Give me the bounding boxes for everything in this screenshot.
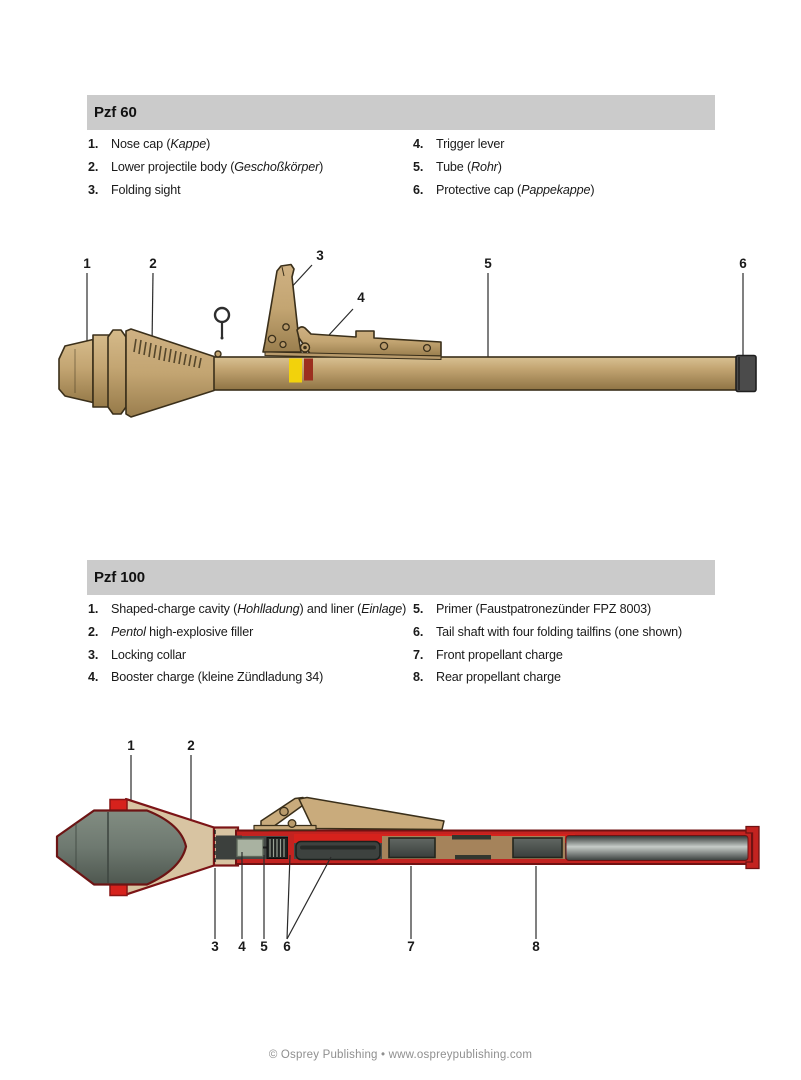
pzf60-nose-cap [58, 329, 127, 415]
part-row: 3. Folding sight [88, 183, 408, 206]
svg-text:7: 7 [407, 939, 415, 954]
part-row: 2. Pentol high-explosive filler [88, 625, 408, 648]
pzf60-trigger-lever [264, 326, 442, 361]
pzf60-callout-4: 4 [328, 290, 365, 336]
pzf100-rear-propellant [512, 837, 563, 859]
part-row: 4. Booster charge (kleine Zündladung 34) [88, 670, 408, 693]
part-number: 6. [413, 624, 424, 639]
part-row: 6. Protective cap (Pappekappe) [413, 183, 733, 206]
pzf60-protective-cap [735, 354, 757, 393]
pzf60-diagram: 1 2 3 4 5 6 [58, 248, 757, 418]
pzf100-parts-right: 5. Primer (Faustpatronezünder FPZ 8003) 6.… [413, 602, 733, 693]
part-number: 7. [413, 647, 424, 662]
pzf60-projectile-body [125, 328, 222, 418]
part-label: Front propellant charge [436, 647, 563, 662]
svg-text:2: 2 [187, 738, 195, 753]
part-number: 5. [413, 602, 424, 616]
svg-text:5: 5 [484, 256, 492, 271]
svg-text:8: 8 [532, 939, 540, 954]
part-row: 5. Tube (Rohr) [413, 160, 733, 183]
part-label: Trigger lever [436, 137, 505, 151]
pzf100-front-propellant [388, 837, 436, 859]
part-label: Nose cap (Kappe) [111, 137, 211, 151]
svg-text:3: 3 [316, 248, 324, 263]
part-number: 4. [88, 670, 99, 685]
pzf60-callout-5: 5 [484, 256, 492, 367]
svg-text:2: 2 [149, 256, 157, 271]
pzf100-diagram: 1 2 [55, 738, 760, 954]
part-number: 5. [413, 159, 424, 174]
part-row: 8. Rear propellant charge [413, 670, 733, 693]
part-row: 2. Lower projectile body (Geschoßkörper) [88, 160, 408, 183]
part-number: 3. [88, 182, 99, 197]
pzf100-callout-4: 4 [238, 852, 246, 954]
part-row: 1. Shaped-charge cavity (Hohlladung) and … [88, 602, 408, 625]
part-label: Locking collar [111, 647, 186, 662]
pzf100-trigger-assembly [253, 796, 445, 832]
part-number: 8. [413, 670, 424, 685]
part-row: 1. Nose cap (Kappe) [88, 137, 408, 160]
part-label: Rear propellant charge [436, 670, 561, 685]
part-label: Pentol high-explosive filler [111, 624, 254, 639]
pzf100-title: Pzf 100 [94, 569, 145, 586]
svg-text:1: 1 [127, 738, 135, 753]
svg-text:4: 4 [238, 939, 246, 954]
pzf100-callout-8: 8 [532, 866, 540, 954]
svg-text:5: 5 [260, 939, 268, 954]
pzf60-title: Pzf 60 [94, 104, 137, 121]
publisher-footer: © Osprey Publishing • www.ospreypublishi… [268, 1049, 533, 1061]
pzf60-parts-right: 4. Trigger lever 5. Tube (Rohr) 6. Protective… [413, 137, 733, 205]
part-label: Shaped-charge cavity (Hohlladung) and li… [111, 602, 407, 616]
part-row: 5. Primer (Faustpatronezünder FPZ 8003) [413, 602, 733, 625]
pzf100-callout-3: 3 [211, 868, 219, 954]
part-number: 2. [88, 159, 99, 174]
svg-text:1: 1 [83, 256, 91, 271]
pzf60-header-bar: Pzf 60 [87, 95, 715, 130]
stencil-text-marks [133, 338, 202, 369]
pzf100-callout-6: 6 [283, 854, 332, 954]
part-label: Protective cap (Pappekappe) [436, 182, 595, 197]
part-number: 6. [413, 182, 424, 197]
pzf60-ring-pull [213, 306, 231, 340]
part-number: 2. [88, 624, 99, 639]
pzf60-range-bands [289, 358, 313, 383]
pzf100-callout-5: 5 [260, 855, 268, 954]
part-label: Tube (Rohr) [436, 159, 502, 174]
part-number: 4. [413, 137, 424, 151]
part-label: Lower projectile body (Geschoßkörper) [111, 159, 324, 174]
svg-text:6: 6 [739, 256, 747, 271]
part-row: 3. Locking collar [88, 648, 408, 671]
part-number: 3. [88, 647, 99, 662]
part-row: 6. Tail shaft with four folding tailfins … [413, 625, 733, 648]
pzf60-callout-2: 2 [149, 256, 157, 346]
svg-text:4: 4 [357, 290, 365, 305]
svg-text:6: 6 [283, 939, 291, 954]
pzf100-rear-tube [565, 825, 760, 870]
part-row: 7. Front propellant charge [413, 648, 733, 671]
pzf60-parts-left: 1. Nose cap (Kappe) 2. Lower projectile bod… [88, 137, 408, 205]
svg-text:3: 3 [211, 939, 219, 954]
pzf60-callout-6: 6 [739, 256, 747, 364]
part-label: Folding sight [111, 182, 181, 197]
part-row: 4. Trigger lever [413, 137, 733, 160]
part-number: 1. [88, 137, 99, 151]
part-number: 1. [88, 602, 99, 616]
pzf100-parts-left: 1. Shaped-charge cavity (Hohlladung) and … [88, 602, 408, 693]
part-label: Primer (Faustpatronezünder FPZ 8003) [436, 602, 652, 616]
pzf100-callout-7: 7 [407, 866, 415, 954]
pzf100-header-bar: Pzf 100 [87, 560, 715, 595]
pzf100-nose-and-liner [55, 809, 188, 886]
part-label: Booster charge (kleine Zündladung 34) [111, 670, 324, 685]
pzf100-primer [266, 837, 289, 859]
part-label: Tail shaft with four folding tailfins (o… [436, 624, 683, 639]
pzf60-folding-sight [262, 263, 302, 353]
